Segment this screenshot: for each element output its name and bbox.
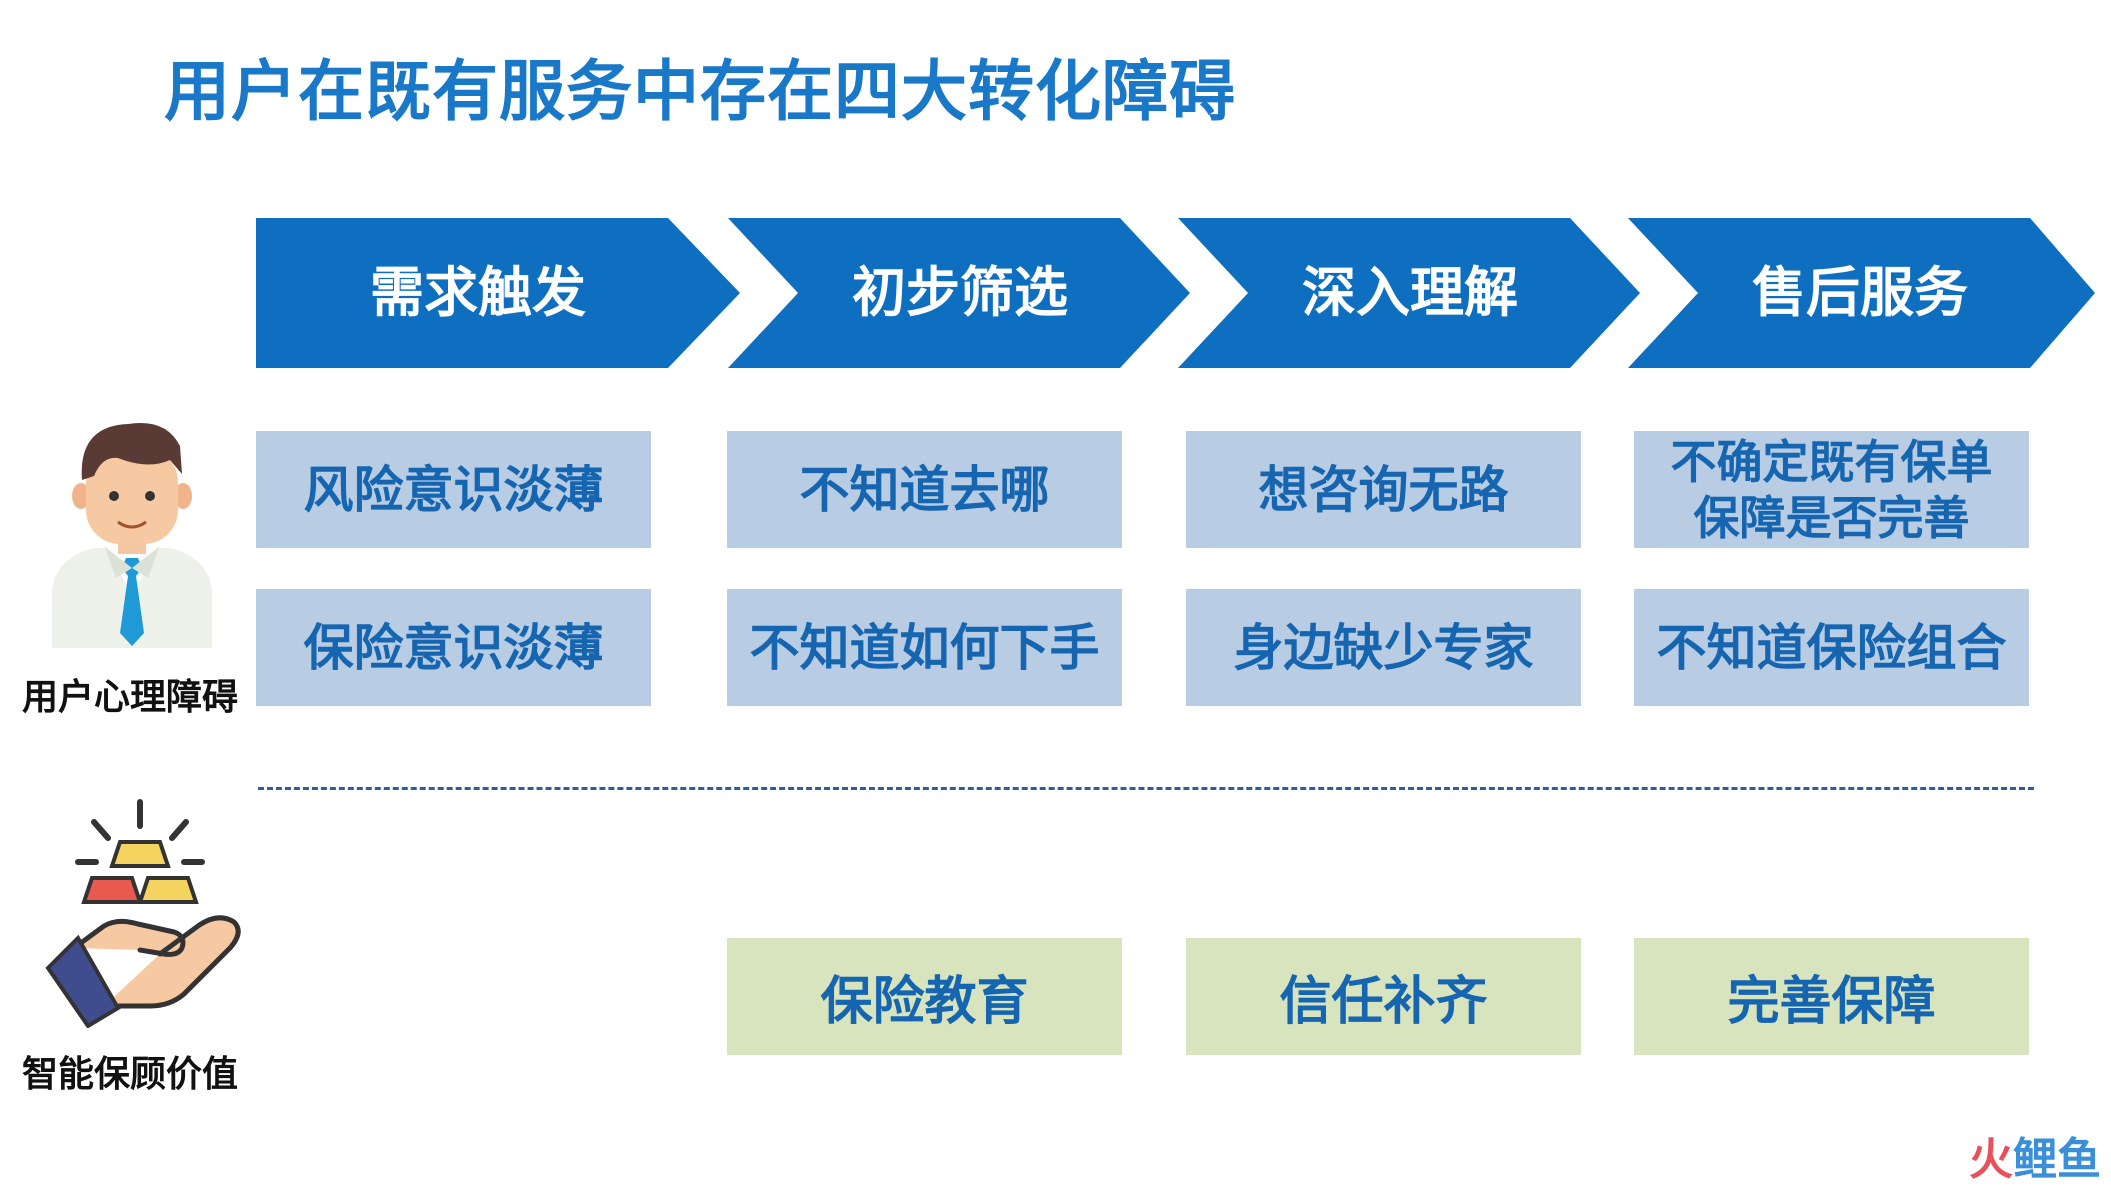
barrier-text: 想咨询无路 xyxy=(1258,460,1509,519)
stage-label-demand-trigger: 需求触发 xyxy=(370,261,586,324)
stage-chevron-1 xyxy=(256,218,740,368)
value-text: 保险教育 xyxy=(820,972,1029,1032)
barrier-box: 不知道如何下手 xyxy=(727,589,1122,706)
barrier-box: 身边缺少专家 xyxy=(1186,589,1581,706)
barrier-box: 不知道去哪 xyxy=(727,431,1122,548)
watermark-part2: 鲤鱼 xyxy=(2013,1134,2101,1185)
person-icon xyxy=(52,422,212,648)
value-text: 完善保障 xyxy=(1727,972,1936,1032)
barrier-text: 身边缺少专家 xyxy=(1233,618,1534,677)
page-title: 用户在既有服务中存在四大转化障碍 xyxy=(164,53,1236,130)
barrier-text: 保险意识淡薄 xyxy=(303,618,604,677)
stage-label-initial-screening: 初步筛选 xyxy=(852,261,1068,324)
barrier-text: 不确定既有保单保障是否完善 xyxy=(1670,434,1993,545)
barrier-box: 风险意识淡薄 xyxy=(256,431,651,548)
value-text: 信任补齐 xyxy=(1279,972,1488,1032)
stage-chevron-2 xyxy=(728,218,1190,368)
barrier-box: 不确定既有保单保障是否完善 xyxy=(1634,431,2029,548)
barrier-box: 保险意识淡薄 xyxy=(256,589,651,706)
gold-in-hand-icon xyxy=(45,799,241,1028)
barrier-text: 不知道如何下手 xyxy=(749,618,1100,677)
barrier-text: 不知道去哪 xyxy=(799,460,1050,519)
barrier-box: 想咨询无路 xyxy=(1186,431,1581,548)
barrier-text: 风险意识淡薄 xyxy=(303,460,604,519)
value-box: 信任补齐 xyxy=(1186,938,1581,1055)
row-label-value: 智能保顾价值 xyxy=(21,1054,238,1095)
value-box: 保险教育 xyxy=(727,938,1122,1055)
section-divider xyxy=(258,787,2034,790)
stage-label-after-sales: 售后服务 xyxy=(1752,261,1968,324)
stage-chevron-4 xyxy=(1628,218,2095,368)
stage-chevron-3 xyxy=(1178,218,1640,368)
value-box: 完善保障 xyxy=(1634,938,2029,1055)
watermark-logo: 火鲤鱼 xyxy=(1969,1123,2101,1187)
barrier-text: 不知道保险组合 xyxy=(1656,618,2007,677)
watermark-part1: 火 xyxy=(1969,1134,2013,1185)
stage-label-deep-understanding: 深入理解 xyxy=(1302,261,1518,324)
row-label-psychology: 用户心理障碍 xyxy=(21,677,238,718)
barrier-box: 不知道保险组合 xyxy=(1634,589,2029,706)
